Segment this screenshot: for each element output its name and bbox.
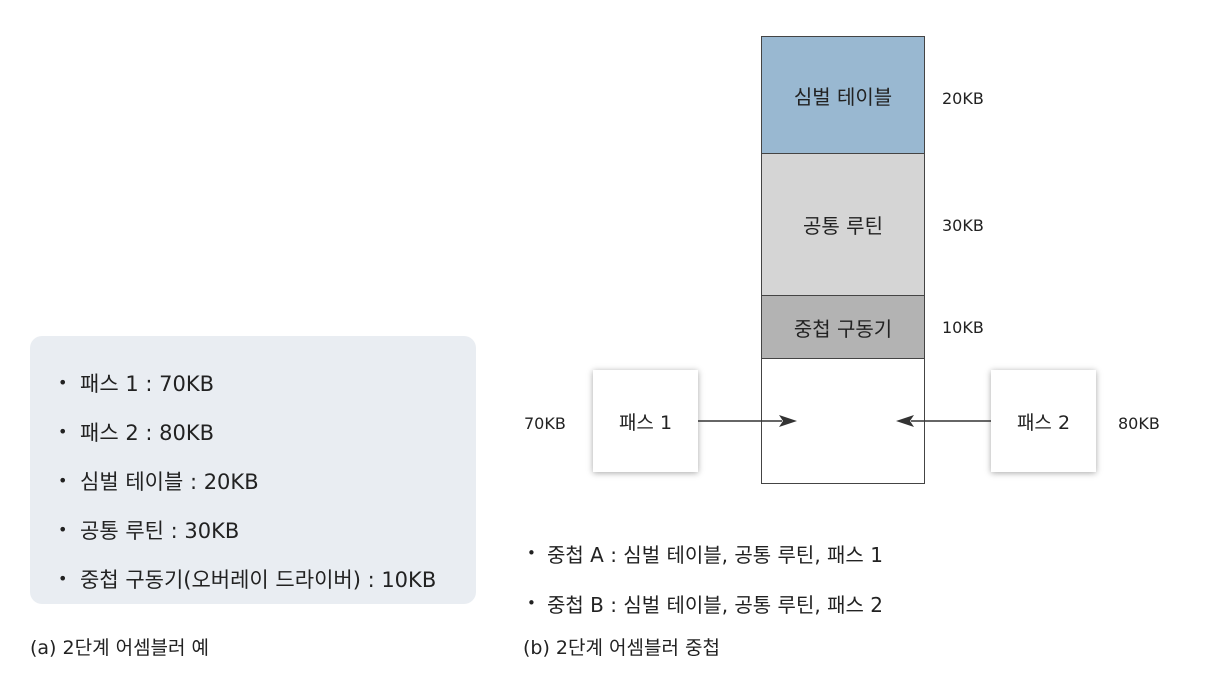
pass2-box: 패스 2	[991, 370, 1096, 472]
block-label: 중첩 구동기	[793, 316, 893, 341]
list-item: • 공통 루틴 : 30KB	[58, 505, 476, 554]
memory-block-overlay-driver: 중첩 구동기	[761, 295, 925, 358]
list-item: • 패스 2 : 80KB	[58, 407, 476, 456]
bullet: •	[58, 471, 68, 490]
pass1-label: 패스 1	[618, 411, 673, 434]
caption-b: (b) 2단계 어셈블러 중첩	[523, 637, 720, 659]
list-item: • 중첩 A : 심벌 테이블, 공통 루틴, 패스 1	[527, 528, 883, 578]
bullet: •	[58, 569, 68, 588]
bullet: •	[58, 422, 68, 441]
overlay-list: • 중첩 A : 심벌 테이블, 공통 루틴, 패스 1 • 중첩 B : 심벌 테…	[527, 528, 883, 628]
memory-block-common-routine: 공통 루틴	[761, 153, 925, 295]
block-label: 심벌 테이블	[793, 84, 893, 109]
overlay-b-text: 중첩 B : 심벌 테이블, 공통 루틴, 패스 2	[547, 592, 883, 617]
list-item-text: 패스 1 : 70KB	[80, 371, 215, 396]
list-item: • 중첩 구동기(오버레이 드라이버) : 10KB	[58, 554, 476, 603]
block-label: 공통 루틴	[803, 214, 883, 238]
size-label-symbol-table: 20KB	[942, 89, 984, 108]
list-item: • 심벌 테이블 : 20KB	[58, 456, 476, 505]
list-item-text: 패스 2 : 80KB	[80, 420, 215, 445]
assembler-size-list: • 패스 1 : 70KB • 패스 2 : 80KB • 심벌 테이블 : 20KB…	[30, 336, 476, 604]
list-item-text: 심벌 테이블 : 20KB	[80, 469, 259, 494]
pass1-size: 70KB	[524, 414, 566, 433]
bullet: •	[58, 373, 68, 392]
pass2-size: 80KB	[1118, 414, 1160, 433]
list-item: • 중첩 B : 심벌 테이블, 공통 루틴, 패스 2	[527, 578, 883, 628]
caption-a: (a) 2단계 어셈블러 예	[30, 637, 210, 659]
pass2-label: 패스 2	[1016, 411, 1071, 434]
bullet: •	[527, 594, 536, 612]
bullet: •	[58, 520, 68, 539]
pass1-box: 패스 1	[593, 370, 698, 472]
memory-block-symbol-table: 심벌 테이블	[761, 36, 925, 153]
pass2-arrow-head	[896, 415, 914, 427]
size-label-overlay-driver: 10KB	[942, 318, 984, 337]
list-item-text: 중첩 구동기(오버레이 드라이버) : 10KB	[80, 567, 437, 592]
overlay-a-text: 중첩 A : 심벌 테이블, 공통 루틴, 패스 1	[547, 542, 883, 567]
list-item-text: 공통 루틴 : 30KB	[80, 518, 240, 543]
size-label-common-routine: 30KB	[942, 216, 984, 235]
bullet: •	[527, 544, 536, 562]
pass1-arrow-head	[779, 415, 797, 427]
list-item: • 패스 1 : 70KB	[58, 358, 476, 407]
